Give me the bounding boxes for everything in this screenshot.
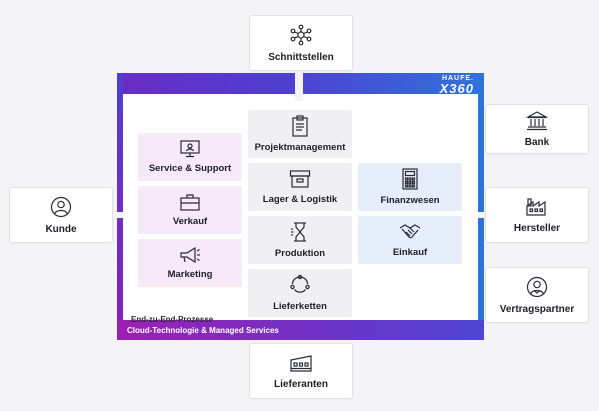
label-lieferketten: Lieferketten — [273, 301, 327, 312]
frame-left-bar — [117, 73, 123, 340]
module-marketing: Marketing — [138, 239, 242, 287]
card-lieferanten: Lieferanten — [249, 343, 353, 399]
label-kunde: Kunde — [45, 223, 77, 235]
warehouse-icon — [290, 354, 312, 372]
cloud-bar: Cloud-Technologie & Managed Services — [117, 320, 484, 340]
label-verkauf: Verkauf — [172, 216, 208, 227]
module-verkauf: Verkauf — [138, 186, 242, 234]
handshake-icon — [399, 224, 421, 239]
network-icon — [290, 24, 312, 45]
hourglass-icon — [291, 222, 306, 242]
cloud-label: Cloud-Technologie & Managed Services — [127, 325, 279, 335]
brand-line2: X360 — [439, 81, 474, 96]
module-produktion: Produktion — [248, 216, 352, 264]
label-vertragspartner: Vertragspartner — [499, 303, 575, 315]
bank-icon — [526, 110, 548, 130]
label-lieferanten: Lieferanten — [274, 378, 328, 390]
cycle-icon — [290, 274, 310, 293]
partner-icon — [526, 276, 548, 297]
module-service-support: Service & Support — [138, 133, 242, 181]
label-marketing: Marketing — [167, 269, 213, 280]
label-einkauf: Einkauf — [392, 247, 428, 258]
megaphone-icon — [180, 246, 200, 264]
frame-gap-right — [478, 212, 484, 218]
clipboard-icon — [292, 115, 308, 137]
card-schnittstellen: Schnittstellen — [249, 15, 353, 71]
label-produktion: Produktion — [274, 248, 326, 259]
card-bank: Bank — [485, 104, 589, 154]
box-icon — [289, 170, 311, 188]
module-lager-logistik: Lager & Logistik — [248, 163, 352, 211]
card-vertragspartner: Vertragspartner — [485, 267, 589, 323]
e2e-label: End-zu-End-Prozesse — [131, 315, 214, 324]
briefcase-icon — [180, 194, 200, 211]
module-einkauf: Einkauf — [358, 216, 462, 264]
brand-line1: HAUFE. — [441, 75, 474, 82]
factory-icon — [526, 197, 546, 216]
module-projektmanagement: Projektmanagement — [248, 110, 352, 158]
label-bank: Bank — [524, 136, 550, 148]
module-lieferketten: Lieferketten — [248, 269, 352, 317]
card-kunde: Kunde — [9, 187, 113, 243]
calculator-icon — [402, 168, 418, 190]
monitor-icon — [180, 140, 200, 158]
label-projektmanagement: Projektmanagement — [254, 142, 346, 153]
frame-gap-top — [295, 73, 303, 101]
card-hersteller: Hersteller — [485, 187, 589, 243]
module-finanzwesen: Finanzwesen — [358, 163, 462, 211]
label-lager-logistik: Lager & Logistik — [262, 194, 338, 205]
label-finanzwesen: Finanzwesen — [380, 195, 440, 206]
label-schnittstellen: Schnittstellen — [268, 51, 334, 63]
user-icon — [50, 196, 72, 217]
haufe-logo: HAUFE. X360 — [440, 75, 474, 95]
frame-gap-left — [117, 212, 123, 218]
label-hersteller: Hersteller — [513, 222, 561, 234]
label-service-support: Service & Support — [148, 163, 232, 174]
